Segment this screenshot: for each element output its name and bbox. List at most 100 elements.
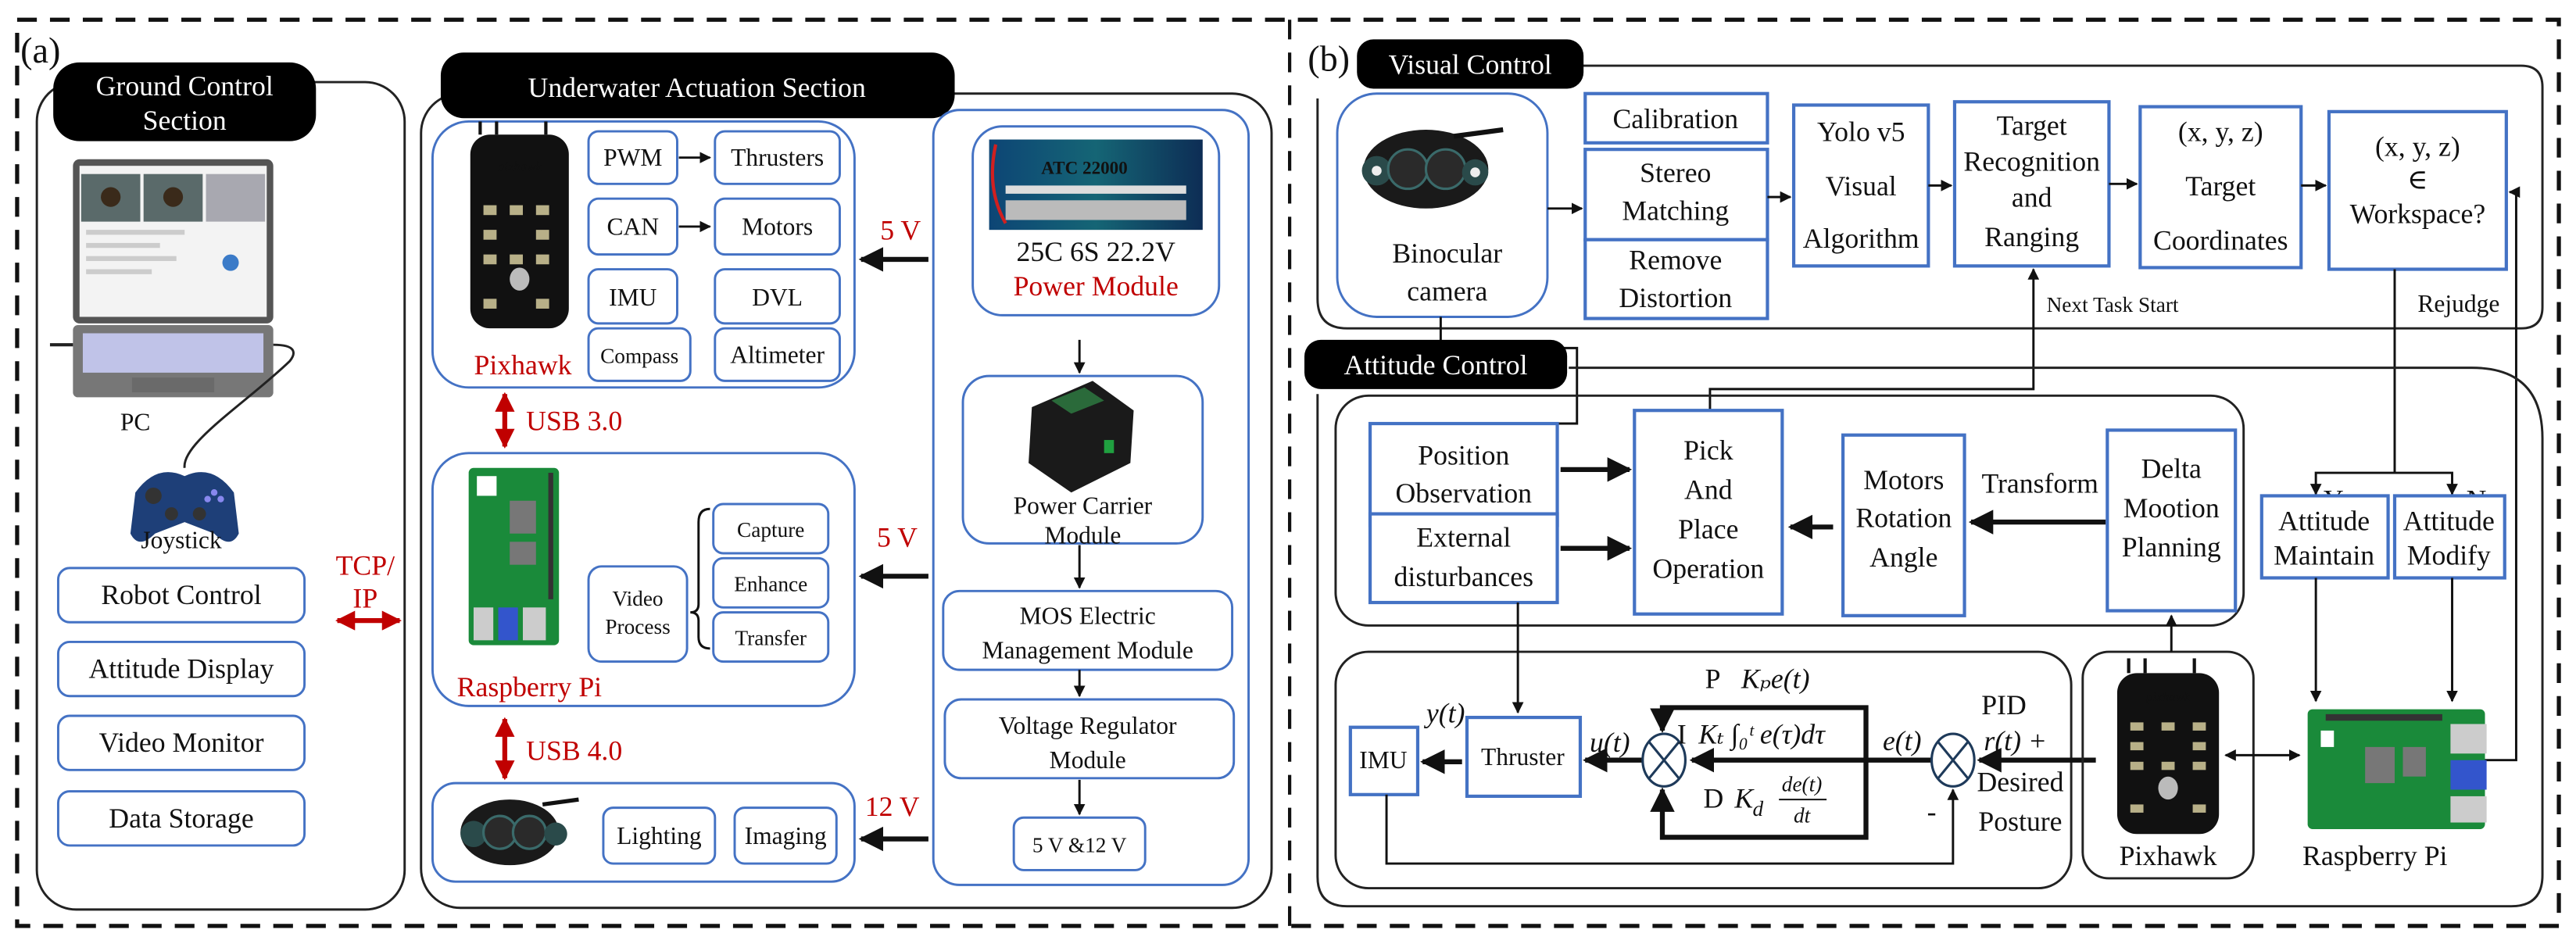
- calibration-box: [1583, 91, 1769, 145]
- transfer-label: Transfer: [735, 627, 807, 650]
- visual-control-frame: [1316, 64, 2544, 330]
- next-task-start-label: Next Task Start: [2047, 293, 2179, 316]
- video-process-label-2: Process: [605, 615, 670, 638]
- gc-attitude-display: Attitude Display: [89, 653, 274, 685]
- attitude-modify-box: [2392, 494, 2506, 580]
- svg-text:ATC 22000: ATC 22000: [1041, 158, 1128, 178]
- enhance-label: Enhance: [734, 572, 807, 595]
- visual-control-title: Visual Control: [1389, 49, 1552, 80]
- pid-thruster-box: [1465, 715, 1583, 799]
- pid-d-den: dt: [1794, 804, 1812, 828]
- attitude-maintain-label-2: Maintain: [2274, 540, 2374, 571]
- external-disturbances-label-2: disturbances: [1394, 561, 1533, 592]
- pid-imu-box: [1348, 725, 1420, 796]
- position-observation-box: [1368, 421, 1559, 527]
- power-carrier-label-2: Module: [1044, 521, 1121, 549]
- stereo-matching-box: [1583, 148, 1769, 241]
- altimeter-label: Altimeter: [730, 341, 825, 368]
- pid-p-label: P: [1705, 663, 1721, 694]
- remove-distortion-label-2: Distortion: [1619, 282, 1732, 313]
- pid-sum-junction-2: [1930, 732, 1976, 788]
- motors-angle-label-1: Motors: [1863, 464, 1944, 495]
- panel-a-label: (a): [20, 30, 60, 70]
- recognition-box: [1952, 100, 2111, 268]
- gc-data-storage: Data Storage: [109, 803, 253, 834]
- raspberry-label: Raspberry Pi: [457, 671, 603, 703]
- position-observation-label-2: Observation: [1396, 477, 1533, 509]
- battery-spec: 25C 6S 22.2V: [1017, 236, 1176, 267]
- calibration-label: Calibration: [1612, 103, 1738, 134]
- motors-box: [714, 197, 841, 256]
- transfer-box: [712, 611, 830, 663]
- recognition-label-2: Recognition: [1963, 145, 2100, 177]
- gc-video-monitor-box: [56, 714, 306, 771]
- voltage-camera: 12 V: [865, 791, 920, 822]
- output-voltage-box: [1012, 816, 1147, 871]
- external-disturbances-box: [1368, 512, 1559, 605]
- lighting-box: [602, 806, 717, 865]
- gc-data-storage-box: [56, 790, 306, 847]
- capture-label: Capture: [737, 518, 804, 542]
- gc-video-monitor: Video Monitor: [98, 727, 263, 758]
- motors-angle-label-2: Rotation: [1855, 502, 1952, 533]
- usb4-label: USB 4.0: [526, 735, 622, 767]
- imu-box: [587, 268, 678, 325]
- pwm-box: [587, 130, 678, 185]
- pid-sum-junction-1: [1641, 732, 1687, 788]
- pid-e-label: e(t): [1883, 725, 1922, 756]
- panel-b-label: (b): [1308, 38, 1350, 78]
- attitude-maintain-label-1: Attitude: [2278, 506, 2370, 537]
- pid-i-term: Kₜ ∫₀ᵗ e(τ)dτ: [1698, 719, 1826, 752]
- usb3-label: USB 3.0: [526, 405, 622, 436]
- binocular-camera-label-2: camera: [1407, 275, 1487, 306]
- video-process-label-1: Video: [613, 587, 664, 610]
- yolo-label-3: Algorithm: [1803, 223, 1919, 254]
- yes-branch-line: [2309, 471, 2395, 495]
- pid-title: PID: [1981, 689, 2027, 721]
- gc-robot-control-box: [56, 567, 306, 624]
- dvl-box: [714, 268, 841, 325]
- pid-minus-label: -: [1927, 796, 1937, 827]
- remove-distortion-label-1: Remove: [1629, 245, 1722, 276]
- attitude-modify-label-1: Attitude: [2403, 506, 2495, 537]
- raspberry-pi-b-board-icon: [2307, 709, 2487, 829]
- delta-planning-label-2: Mootion: [2123, 492, 2220, 524]
- tcp-ip-label-1: TCP/: [336, 549, 395, 581]
- attitude-modify-label-2: Modify: [2407, 540, 2491, 571]
- battery-icon: ATC 22000: [989, 139, 1203, 231]
- imu-feedback-line: [1385, 788, 1959, 865]
- regulator-box: [943, 698, 1236, 780]
- pick-place-box: [1633, 409, 1784, 616]
- mos-label-1: MOS Electric: [1020, 602, 1156, 629]
- no-branch-line: [2394, 471, 2458, 495]
- stereo-matching-label-1: Stereo: [1640, 157, 1711, 188]
- pwm-label: PWM: [603, 144, 662, 171]
- yolo-label-2: Visual: [1826, 170, 1897, 202]
- voltage-pixhawk: 5 V: [880, 215, 921, 246]
- mos-box: [942, 589, 1234, 671]
- imaging-box: [733, 806, 838, 865]
- pid-i-label: I: [1677, 719, 1687, 750]
- pid-p-term: Kₚe(t): [1741, 663, 1810, 694]
- motors-label: Motors: [742, 213, 813, 240]
- gc-robot-control: Robot Control: [101, 579, 261, 610]
- pid-r-label: r(t) +: [1984, 725, 2047, 756]
- ground-control-section: Ground Control Section PC: [35, 62, 406, 911]
- tcp-ip-label-2: IP: [352, 582, 377, 613]
- can-box: [587, 197, 678, 256]
- workspace-label-3: Workspace?: [2350, 198, 2486, 230]
- binocular-camera-label-1: Binocular: [1392, 238, 1502, 269]
- pid-d-num: de(t): [1782, 773, 1823, 796]
- visual-control-header: [1357, 39, 1584, 89]
- pixhawk-b-frame: [2081, 650, 2255, 880]
- imaging-label: Imaging: [745, 822, 827, 849]
- workspace-box: [2327, 109, 2508, 271]
- desired-posture-label-1: Desired: [1977, 767, 2063, 798]
- yolo-box: [1791, 103, 1930, 268]
- voltage-raspberry: 5 V: [877, 522, 918, 553]
- workspace-label-2: ∈: [2407, 164, 2428, 195]
- dvl-label: DVL: [752, 284, 803, 311]
- recognition-label-3: and: [2012, 182, 2052, 213]
- pid-d-path: [1650, 760, 1869, 840]
